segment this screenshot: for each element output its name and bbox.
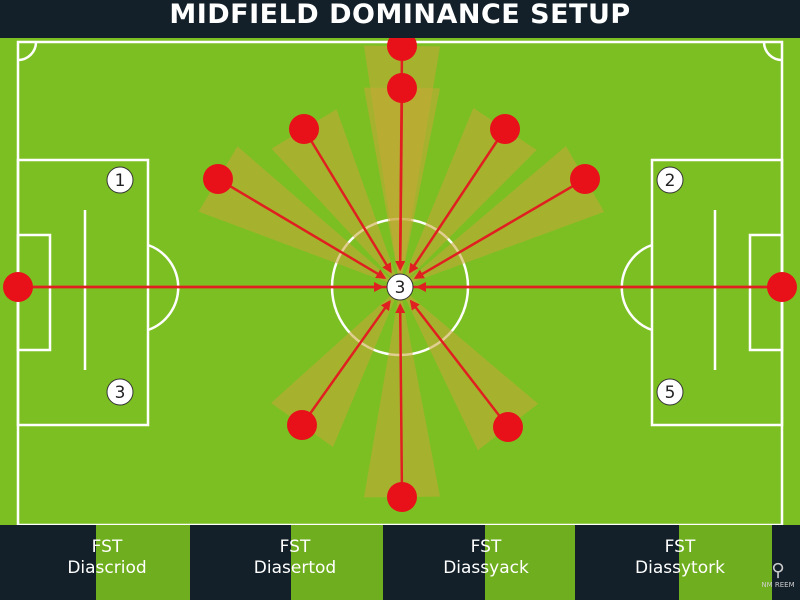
player-dot — [570, 164, 600, 194]
footer-label-bottom: Diassytork — [635, 558, 725, 578]
pass-lane-zone — [198, 146, 400, 287]
player-dot — [287, 410, 317, 440]
player-dot — [387, 482, 417, 512]
page-title: MIDFIELD DOMINANCE SETUP — [0, 0, 800, 38]
pitch-diagram: 1 2 3 5 3 — [0, 38, 800, 525]
zone-marker — [656, 166, 684, 194]
zone-marker — [106, 166, 134, 194]
pass-lane-zone — [271, 287, 400, 448]
pass-lane-zone — [400, 146, 605, 287]
pass-arrow — [408, 128, 507, 274]
zone-marker — [656, 378, 684, 406]
zone-marker — [106, 378, 134, 406]
footer-label-bottom: Diascriod — [67, 558, 147, 578]
player-dot — [387, 73, 417, 103]
pass-lane-zone — [400, 107, 537, 287]
pass-arrow — [395, 87, 406, 272]
zone-marker-label: 5 — [665, 383, 676, 403]
pass-arrow — [300, 300, 391, 426]
pass-arrow — [217, 177, 387, 279]
footer-label-top: FST — [91, 537, 123, 557]
logo-text: NM REEM — [761, 581, 795, 589]
player-dot — [490, 114, 520, 144]
footer-label-top: FST — [470, 537, 502, 557]
footer-label-bottom: Diasertod — [253, 558, 337, 578]
pass-arrow — [395, 302, 406, 498]
pass-lane-zone — [271, 109, 400, 288]
footer-label-top: FST — [279, 537, 311, 557]
pass-arrow — [413, 177, 586, 280]
player-dot — [203, 164, 233, 194]
zone-marker-label: 3 — [115, 383, 126, 403]
pass-arrow — [302, 128, 392, 274]
footer-label-bottom: Diassyack — [443, 558, 529, 578]
player-dot — [767, 272, 797, 302]
zone-marker-label: 1 — [115, 171, 126, 191]
center-marker — [386, 273, 414, 301]
player-dot — [387, 38, 417, 61]
zone-marker-label: 2 — [665, 171, 676, 191]
center-marker-label: 3 — [395, 278, 406, 298]
pass-arrow — [409, 299, 509, 428]
pass-lane-zone — [400, 287, 539, 451]
footer-label-top: FST — [664, 537, 696, 557]
player-dot — [289, 114, 319, 144]
logo: ⚲NM REEM — [758, 560, 798, 598]
player-dot — [493, 412, 523, 442]
player-dot — [3, 272, 33, 302]
